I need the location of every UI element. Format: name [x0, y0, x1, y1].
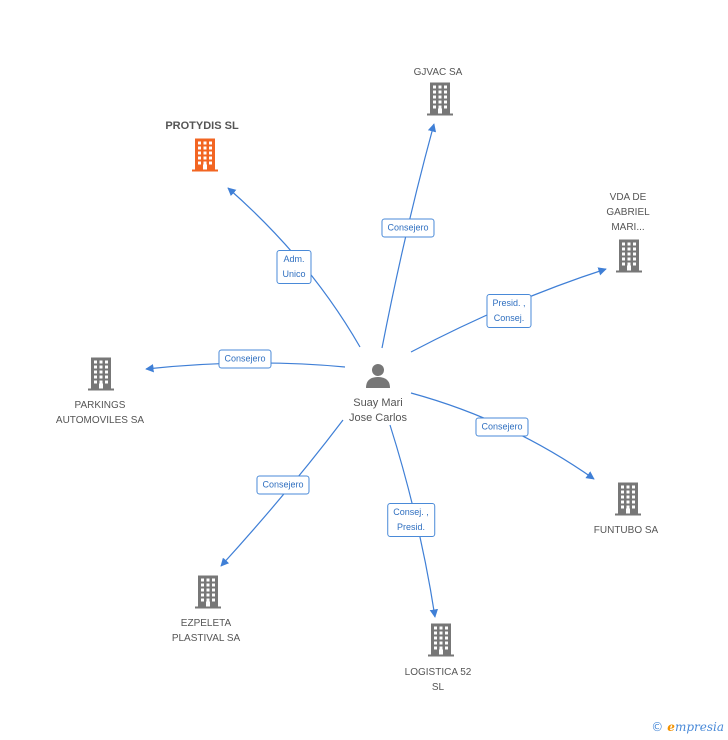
- edge-label-line: Consejero: [481, 421, 523, 432]
- building-icon: [427, 82, 453, 116]
- person-icon[interactable]: [364, 361, 392, 389]
- company-label-line: EZPELETA: [180, 618, 232, 629]
- company-label-line: AUTOMOVILES SA: [55, 415, 145, 426]
- company-label-line: PLASTIVAL SA: [171, 633, 241, 644]
- company-node-gjvac[interactable]: [425, 81, 455, 122]
- company-node-ezpeleta[interactable]: [193, 574, 223, 615]
- person-name-line: Suay Mari: [353, 397, 403, 409]
- edge-label-vda[interactable]: Presid. , Consej.: [486, 294, 532, 328]
- company-label-gjvac[interactable]: GJVAC SA: [414, 65, 463, 80]
- company-node-parkings[interactable]: [86, 356, 116, 397]
- company-label-line: PROTYDIS SL: [165, 120, 239, 132]
- edge-label-line: Adm.: [283, 254, 305, 264]
- brand-initial: e: [667, 720, 675, 734]
- edge-label-line: Unico: [282, 269, 306, 279]
- company-label-line: GABRIEL: [606, 207, 650, 218]
- edge-label-funtubo[interactable]: Consejero: [475, 417, 529, 437]
- company-label-logistica[interactable]: LOGISTICA 52 SL: [405, 665, 472, 695]
- company-label-line: VDA DE: [609, 192, 647, 203]
- edge-label-ezpeleta[interactable]: Consejero: [256, 475, 310, 495]
- edge-label-line: Consej.: [493, 313, 525, 323]
- company-label-protydis[interactable]: PROTYDIS SL: [165, 119, 238, 134]
- edge-label-logistica[interactable]: Consej. , Presid.: [387, 503, 435, 537]
- edge-label-protydis[interactable]: Adm. Unico: [276, 250, 312, 284]
- building-icon: [615, 482, 641, 516]
- edge-label-gjvac[interactable]: Consejero: [381, 218, 435, 238]
- company-node-vda[interactable]: [614, 238, 644, 279]
- company-label-line: SL: [431, 682, 445, 693]
- company-label-parkings[interactable]: PARKINGS AUTOMOVILES SA: [56, 398, 144, 428]
- edge-label-line: Consej. ,: [393, 507, 429, 517]
- company-label-vda[interactable]: VDA DE GABRIEL MARI...: [606, 190, 649, 235]
- company-node-logistica[interactable]: [426, 622, 456, 663]
- building-icon: [88, 357, 114, 391]
- company-label-line: GJVAC SA: [413, 67, 463, 78]
- company-label-ezpeleta[interactable]: EZPELETA PLASTIVAL SA: [172, 616, 240, 646]
- edge-label-line: Consejero: [224, 353, 266, 364]
- brand-footer: ©empresia: [651, 720, 724, 734]
- building-icon: [428, 623, 454, 657]
- building-icon: [192, 138, 218, 172]
- edge-label-parkings[interactable]: Consejero: [218, 349, 272, 369]
- edge-label-line: Consejero: [387, 222, 429, 233]
- person-name-line: Jose Carlos: [348, 412, 408, 424]
- company-label-line: PARKINGS: [74, 400, 126, 411]
- company-node-funtubo[interactable]: [613, 481, 643, 522]
- copyright-symbol: ©: [651, 720, 664, 734]
- company-label-line: LOGISTICA 52: [404, 667, 472, 678]
- edge-label-line: Consejero: [262, 479, 304, 490]
- company-node-protydis[interactable]: [190, 137, 220, 178]
- brand-name: mpresia: [674, 720, 724, 734]
- company-label-line: MARI...: [611, 222, 645, 233]
- edge-label-line: Presid. ,: [492, 298, 526, 308]
- edge-label-line: Presid.: [396, 522, 425, 532]
- company-label-line: FUNTUBO SA: [593, 525, 659, 536]
- company-label-funtubo[interactable]: FUNTUBO SA: [594, 523, 658, 538]
- building-icon: [195, 575, 221, 609]
- building-icon: [616, 239, 642, 273]
